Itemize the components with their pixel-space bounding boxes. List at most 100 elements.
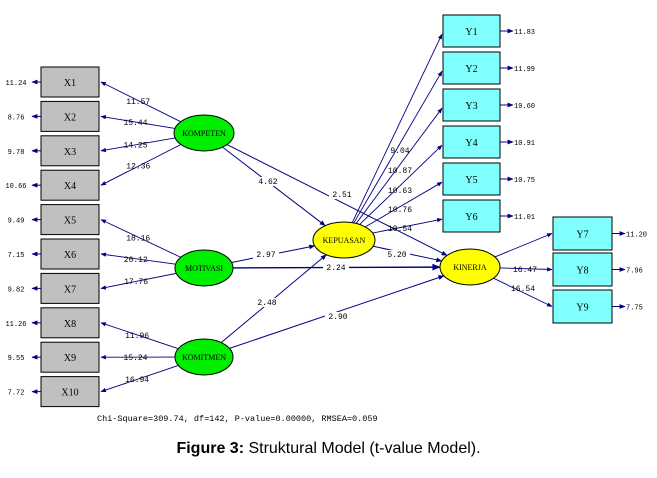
latent-label: MOTIVASI [185,264,223,273]
indicator-label: Y3 [465,101,477,112]
loading-path-y3 [355,107,443,224]
indicator-label: Y4 [465,138,477,149]
label-background [325,312,351,321]
indicator-y4: Y4 [442,125,501,159]
indicator-y7: Y7 [552,216,613,251]
indicator-y8: Y8 [552,252,613,287]
indicator-label: X6 [64,250,76,261]
error-t-value: 11.99 [514,66,535,74]
latent-label: KOMITMEN [182,353,226,362]
error-t-value: 10.91 [514,140,535,148]
loading-t-value: 11.57 [126,98,150,107]
error-t-value: 11.01 [514,214,535,222]
indicator-y6: Y6 [442,199,501,233]
label-background [253,250,279,259]
error-t-value: 10.60 [514,103,535,111]
loading-path-y8 [499,267,553,272]
indicator-label: X3 [64,147,76,158]
latent-kepuasan: KEPUASAN [312,221,376,259]
path-t-value: 5.20 [387,251,406,260]
loading-path-y6 [372,218,443,234]
indicator-x4: X4 [40,169,100,201]
label-background [255,177,281,186]
label-background [254,298,280,307]
indicator-label: X4 [64,181,76,192]
latent-label: KEPUASAN [323,236,366,245]
indicator-x9: X9 [40,341,100,373]
indicator-y9: Y9 [552,289,613,324]
loading-t-value: 10.54 [388,225,412,234]
indicator-x3: X3 [40,135,100,167]
loading-t-value: 16.94 [125,376,149,385]
indicator-x7: X7 [40,272,100,304]
error-t-value: 7.75 [626,305,643,313]
loading-path-x5 [100,219,181,258]
loading-t-value: 14.25 [124,142,148,151]
figure-caption-text: Struktural Model (t-value Model). [244,440,481,457]
indicator-label: X1 [64,78,76,89]
latent-label: KINERJA [453,263,487,272]
error-t-value: 8.76 [8,114,25,122]
latent-komitmen: KOMITMEN [174,338,234,376]
loading-t-value: 10.76 [388,206,412,215]
loading-t-value: 10.87 [388,167,412,176]
loading-path-x8 [100,322,179,350]
loading-t-value: 20.12 [124,256,148,265]
loading-t-value: 18.16 [126,235,150,244]
error-t-value: 11.20 [626,232,647,240]
loading-t-value: 15.24 [123,354,147,363]
indicator-label: X5 [64,216,76,227]
latent-label: KOMPETEN [182,129,226,138]
loading-path-y1 [351,33,443,223]
indicator-label: Y5 [465,175,477,186]
figure-caption-label: Figure 3: [176,440,245,457]
loading-path-x7 [100,272,177,290]
path-t-value: 2.51 [332,191,351,200]
loading-t-value: 16.47 [513,266,537,275]
loading-path-x10 [100,365,179,393]
label-background [384,250,410,259]
path-t-value: 2.97 [256,251,275,260]
indicator-label: X10 [61,388,78,399]
indicator-y2: Y2 [442,51,501,85]
error-t-value: 11.24 [5,80,26,88]
indicator-x10: X10 [40,376,100,408]
loading-t-value: 10.63 [388,187,412,196]
loading-path-y2 [353,70,443,224]
path-t-value: 2.48 [257,299,276,308]
error-t-value: 11.26 [5,321,26,329]
error-t-value: 10.75 [514,177,535,185]
latent-kinerja: KINERJA [439,248,501,286]
fit-statistics: Chi-Square=309.74, df=142, P-value=0.000… [97,414,378,424]
indicator-label: X8 [64,319,76,330]
indicator-label: X9 [64,353,76,364]
loading-path-x1 [100,81,181,123]
path-t-value: 4.62 [258,178,277,187]
indicator-y3: Y3 [442,88,501,122]
error-t-value: 7.72 [8,390,25,398]
indicator-x5: X5 [40,204,100,236]
indicator-x6: X6 [40,238,100,270]
loading-t-value: 12.36 [126,163,150,172]
loading-t-value: 11.96 [125,332,149,341]
loading-path-y7 [494,233,553,258]
indicator-x1: X1 [40,66,100,98]
indicator-label: X2 [64,112,76,123]
indicator-y5: Y5 [442,162,501,196]
error-t-value: 7.96 [626,268,643,276]
loading-path-x4 [100,144,182,186]
loading-path-x3 [100,137,176,153]
latent-kompeten: KOMPETEN [173,114,235,152]
indicator-label: X7 [64,284,76,295]
loading-path-x2 [100,115,176,129]
loading-path-y5 [365,181,443,228]
indicator-label: Y8 [576,266,588,277]
indicator-label: Y9 [576,303,588,314]
indicator-x8: X8 [40,307,100,339]
path-t-value: 2.90 [328,313,347,322]
indicator-y1: Y1 [442,14,501,48]
error-t-value: 10.66 [5,183,26,191]
error-t-value: 9.82 [8,286,25,294]
error-t-value: 9.78 [8,149,25,157]
